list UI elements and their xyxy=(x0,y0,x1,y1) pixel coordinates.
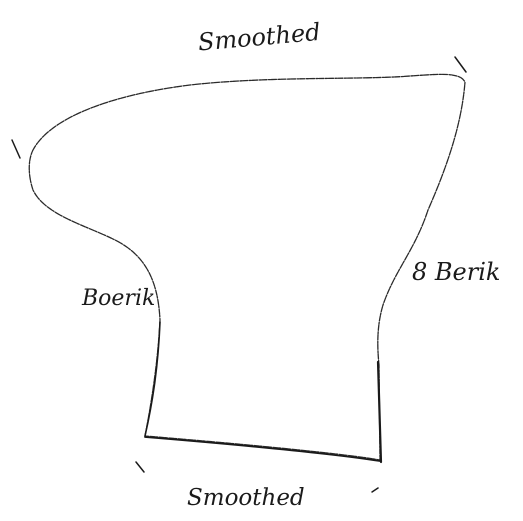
corner-tick-top-right xyxy=(455,57,466,72)
label-left: Boerik xyxy=(81,286,155,311)
corner-tick-bottom-right xyxy=(372,488,378,492)
corner-tick-left xyxy=(12,140,20,158)
left-lower-stroke xyxy=(145,322,160,436)
right-edge-stroke xyxy=(378,362,381,462)
label-right: 8 Berik xyxy=(412,258,500,286)
corner-tick-bottom-left xyxy=(136,462,144,472)
bottom-edge-stroke xyxy=(145,437,380,461)
shape-outline xyxy=(29,74,465,460)
label-bottom: Smoothed xyxy=(187,485,305,511)
label-top: Smoothed xyxy=(197,18,322,57)
